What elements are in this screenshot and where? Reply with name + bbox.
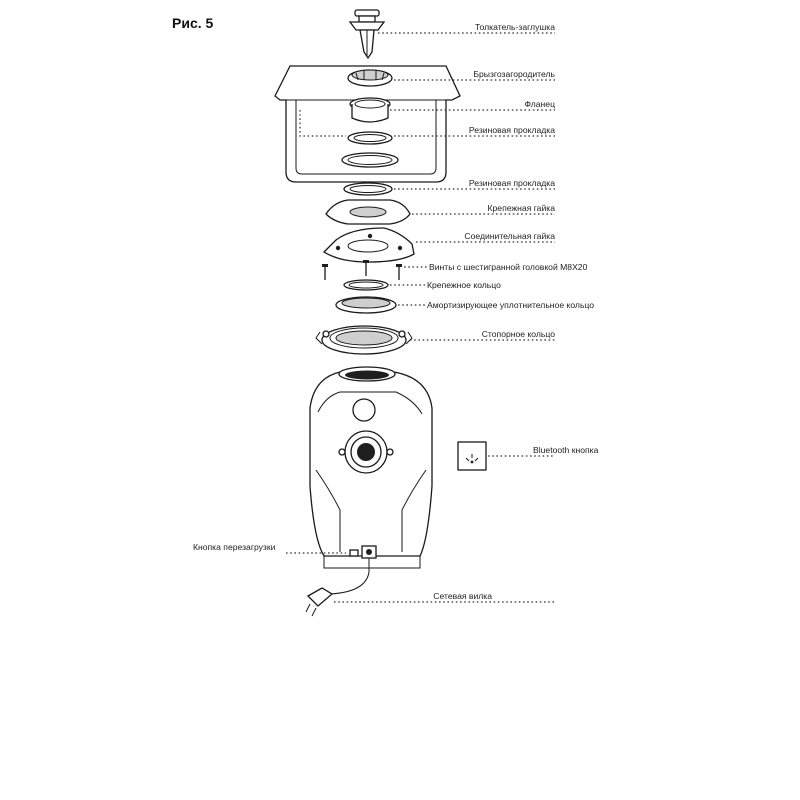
- label-damper-ring: Амортизирующее уплотнительное кольцо: [427, 300, 594, 310]
- mount-nut-part: [325, 199, 411, 225]
- label-flange: Фланец: [525, 99, 556, 109]
- mount-ring-part: [343, 279, 389, 291]
- snap-ring-part: [315, 325, 413, 355]
- disposer-body: [309, 366, 433, 569]
- label-bluetooth: Bluetooth кнопка: [533, 445, 599, 455]
- sink-drain-hole: [341, 152, 399, 168]
- leader-lines: [286, 32, 555, 603]
- label-mount-ring: Крепежное кольцо: [427, 280, 501, 290]
- label-mount-nut: Крепежная гайка: [488, 203, 556, 213]
- gasket-lower-part: [343, 182, 393, 196]
- label-splash-guard: Брызгозагородитель: [473, 69, 555, 79]
- pusher-part: [348, 9, 386, 60]
- splash-guard-part: [347, 69, 393, 87]
- label-connect-nut: Соединительная гайка: [464, 231, 555, 241]
- label-gasket-upper: Резиновая прокладка: [469, 125, 555, 135]
- damper-ring-part: [335, 296, 397, 314]
- bluetooth-button-box: [457, 441, 487, 471]
- label-reset: Кнопка перезагрузки: [193, 542, 276, 552]
- hex-screws-part: [322, 260, 402, 280]
- power-plug-part: [305, 558, 370, 617]
- flange-part: [349, 97, 391, 123]
- label-plug: Сетевая вилка: [433, 591, 492, 601]
- gasket-upper-part: [347, 131, 393, 145]
- label-gasket-lower: Резиновая прокладка: [469, 178, 555, 188]
- figure-title: Рис. 5: [172, 15, 214, 31]
- label-hex-screws: Винты с шестигранной головкой M8X20: [429, 262, 588, 272]
- connect-nut-part: [322, 227, 415, 263]
- label-snap-ring: Стопорное кольцо: [482, 329, 555, 339]
- label-pusher: Толкатель-заглушка: [475, 22, 555, 32]
